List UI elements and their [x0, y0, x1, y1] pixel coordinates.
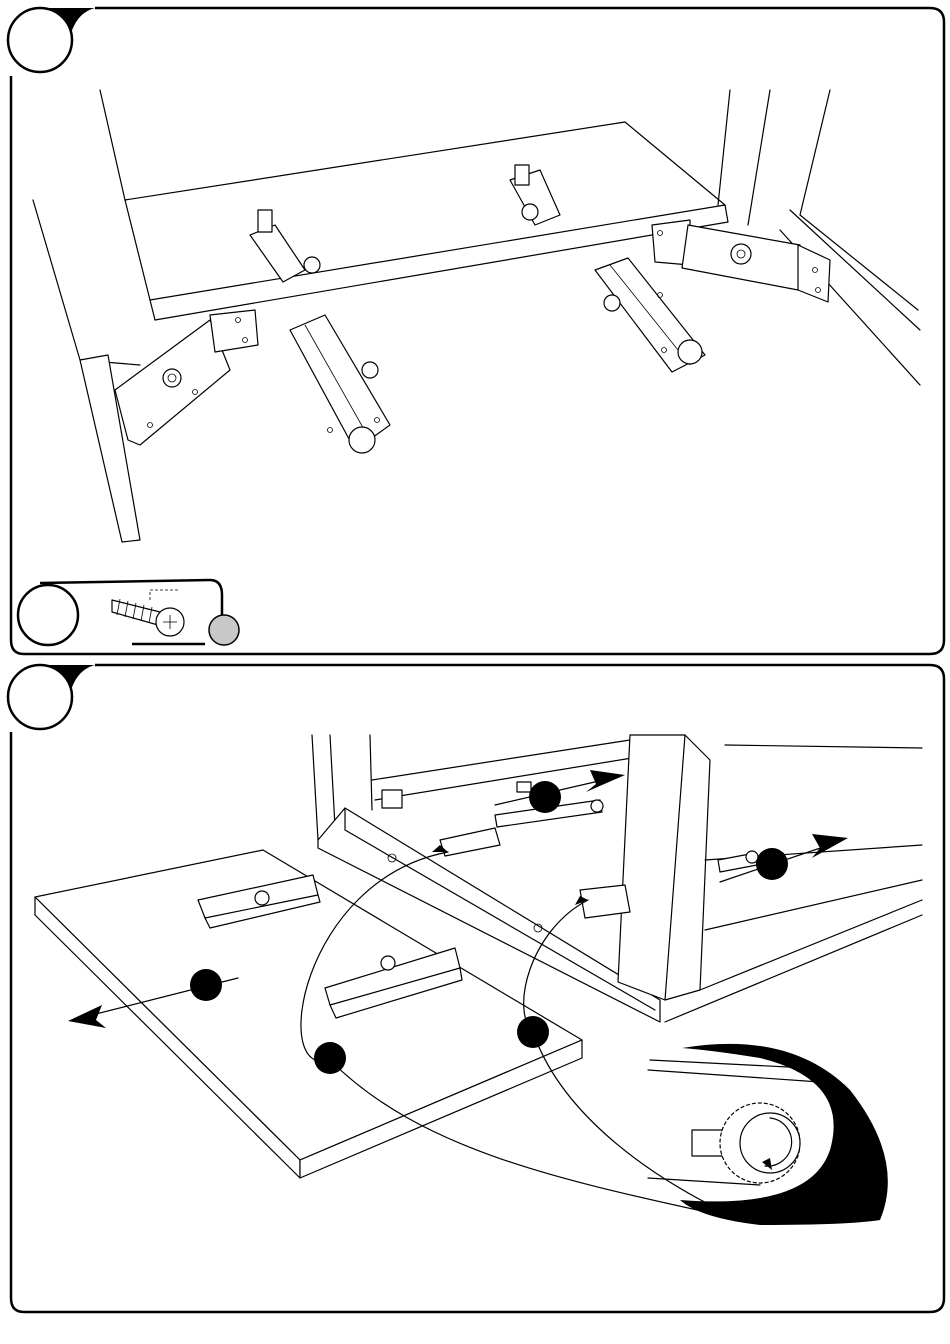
drawer-slide-1	[250, 210, 320, 282]
hardware-count-badge	[209, 615, 239, 645]
step-panel-2	[8, 665, 944, 1312]
step-number-circle-2	[8, 665, 72, 729]
callout-2	[517, 1016, 549, 1048]
drawer-slide-4	[595, 258, 705, 372]
hardware-circle	[18, 585, 78, 645]
cabinet-underside-drawing	[33, 90, 920, 542]
corner-bracket-right	[652, 220, 830, 302]
corner-bracket-left	[115, 310, 258, 445]
detail-magnifier	[648, 1044, 888, 1225]
drawer-slide-3	[510, 165, 560, 225]
hardware-callout	[18, 580, 239, 645]
drawer-bottom-board	[35, 850, 582, 1178]
callout-1	[314, 1042, 346, 1074]
step-panel-1	[8, 8, 944, 654]
screw-icon	[112, 590, 184, 636]
drawer-slide-2	[290, 315, 390, 453]
step-number-circle-1	[8, 8, 72, 72]
